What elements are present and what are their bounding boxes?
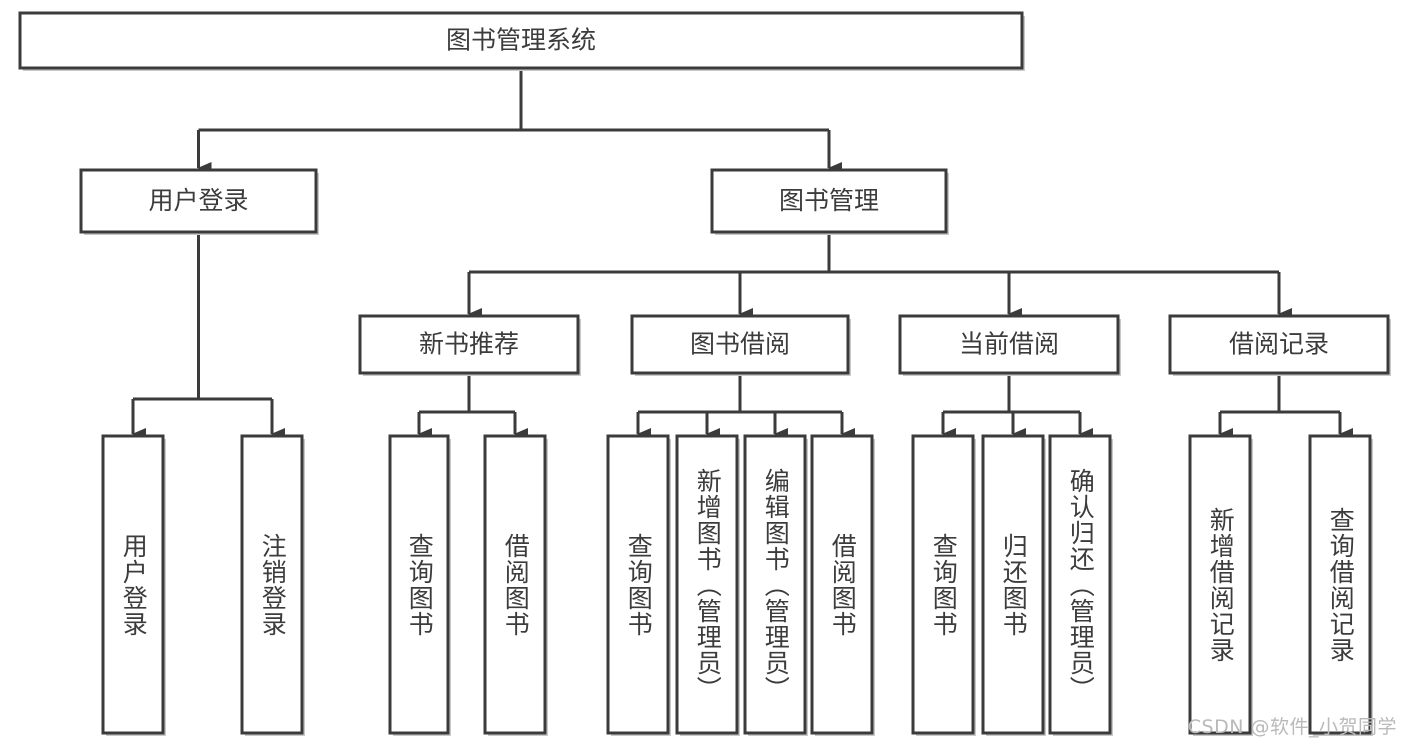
- node-box-book-borrow[interactable]: [630, 314, 850, 375]
- node-box-root[interactable]: [18, 11, 1024, 70]
- node-box-leaf-rec-borrow[interactable]: [483, 434, 547, 735]
- node-label-borrow-record: 借阅记录: [1229, 330, 1329, 359]
- node-label-current-borrow: 当前借阅: [959, 330, 1059, 359]
- node-box-borrow-record[interactable]: [1168, 314, 1390, 375]
- connector-layer: [131, 68, 1353, 440]
- node-box-current-borrow[interactable]: [898, 314, 1120, 375]
- node-label-book-manage: 图书管理: [779, 186, 879, 215]
- node-label-user-login: 用户登录: [148, 186, 248, 215]
- node-box-leaf-cb-return[interactable]: [981, 434, 1045, 735]
- node-box-leaf-bb-query[interactable]: [606, 434, 670, 735]
- node-box-leaf-user-logout[interactable]: [240, 434, 304, 735]
- node-box-leaf-rec-query[interactable]: [388, 434, 450, 735]
- node-box-new-book-rec[interactable]: [358, 314, 580, 375]
- node-label-book-borrow: 图书借阅: [690, 330, 790, 359]
- node-box-book-manage[interactable]: [710, 168, 948, 234]
- node-box-leaf-cb-confirm[interactable]: [1048, 434, 1112, 735]
- node-box-layer: [18, 11, 1391, 736]
- node-box-leaf-cb-query[interactable]: [911, 434, 975, 735]
- node-label-new-book-rec: 新书推荐: [419, 330, 519, 359]
- node-box-leaf-bb-edit[interactable]: [743, 434, 807, 735]
- watermark: CSDN @软件_小贺同学: [1187, 716, 1397, 738]
- node-box-leaf-br-query[interactable]: [1308, 434, 1372, 735]
- node-box-user-login[interactable]: [79, 168, 318, 234]
- node-label-root: 图书管理系统: [446, 26, 596, 55]
- node-box-leaf-bb-borrow[interactable]: [810, 434, 874, 735]
- node-box-leaf-br-add[interactable]: [1188, 434, 1252, 735]
- node-box-leaf-user-login[interactable]: [101, 434, 165, 735]
- node-box-leaf-bb-add[interactable]: [675, 434, 739, 735]
